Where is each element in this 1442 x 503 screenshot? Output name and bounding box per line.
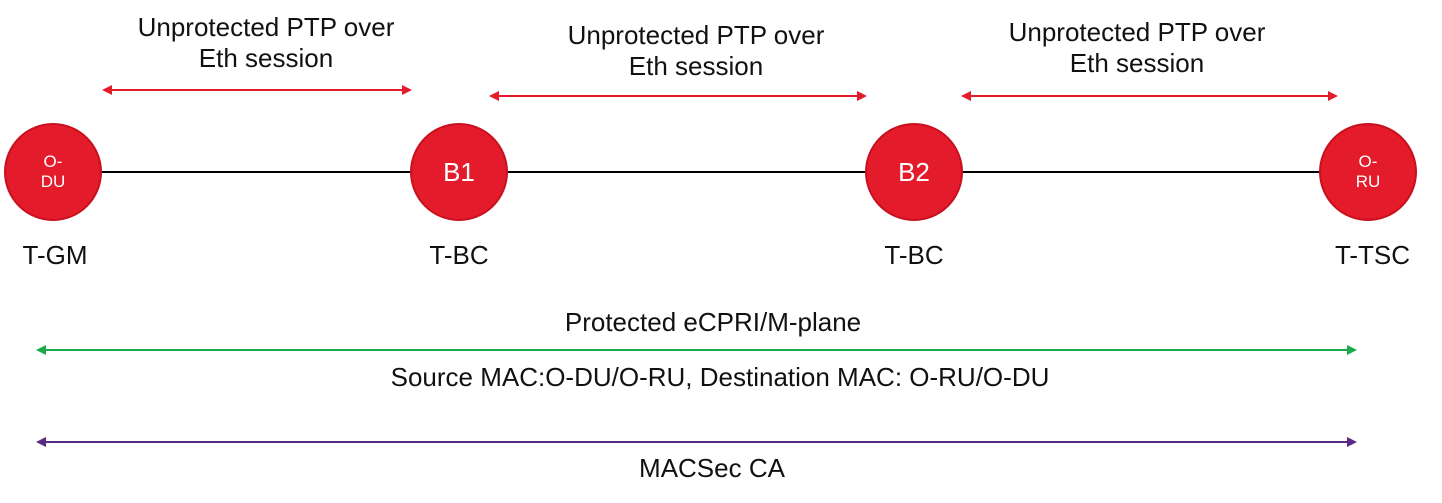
segment-label-3-line1: Unprotected PTP over bbox=[1008, 17, 1266, 47]
segment-label-3-line2: Eth session bbox=[1069, 48, 1205, 78]
protected-title: Protected eCPRI/M-plane bbox=[564, 307, 862, 337]
node-b1-label: B1 bbox=[411, 124, 507, 220]
node-b2-line1: B2 bbox=[898, 156, 930, 187]
segment-label-3: Unprotected PTP over Eth session bbox=[977, 17, 1297, 79]
segment-label-2-line2: Eth session bbox=[628, 51, 764, 81]
node-o-du-label: O- DU bbox=[5, 124, 101, 220]
segment-label-1-line1: Unprotected PTP over bbox=[137, 12, 395, 42]
segment-label-2: Unprotected PTP over Eth session bbox=[536, 20, 856, 82]
role-label-t-gm: T-GM bbox=[22, 240, 88, 270]
node-b1-line1: B1 bbox=[443, 156, 475, 187]
protected-mac-label: Source MAC:O-DU/O-RU, Destination MAC: O… bbox=[390, 362, 1050, 392]
role-label-t-bc-2: T-BC bbox=[884, 240, 944, 270]
segment-label-1-line2: Eth session bbox=[198, 43, 334, 73]
role-label-t-bc-1: T-BC bbox=[429, 240, 489, 270]
node-b1 bbox=[410, 123, 508, 221]
segment-label-2-line1: Unprotected PTP over bbox=[567, 20, 825, 50]
node-b2 bbox=[865, 123, 963, 221]
node-o-ru bbox=[1319, 123, 1417, 221]
node-o-ru-line2: RU bbox=[1355, 172, 1381, 191]
node-b2-label: B2 bbox=[866, 124, 962, 220]
node-o-ru-line1: O- bbox=[1358, 152, 1378, 171]
node-o-du bbox=[4, 123, 102, 221]
macsec-label: MACSec CA bbox=[639, 453, 785, 483]
role-label-t-tsc: T-TSC bbox=[1334, 240, 1411, 270]
node-o-du-line1: O- bbox=[43, 152, 63, 171]
node-o-ru-label: O- RU bbox=[1320, 124, 1416, 220]
node-o-du-line2: DU bbox=[40, 172, 66, 191]
segment-label-1: Unprotected PTP over Eth session bbox=[106, 12, 426, 74]
